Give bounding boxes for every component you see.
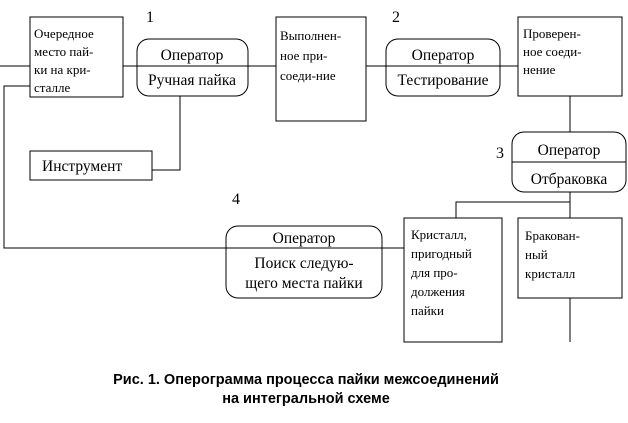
svg-text:Бракован- ный крис: Бракован- ный кристалл: [525, 228, 583, 281]
svg-text:Оператор: Оператор: [538, 142, 601, 159]
svg-text:Отбраковка: Отбраковка: [531, 171, 608, 188]
operator-4-search-next-place: Оператор Поиск следую- щего места пайки: [225, 225, 383, 299]
svg-text:Тестирование: Тестирование: [397, 72, 488, 89]
svg-text:Очередное место пай-: Очередное место пай- ки на кри- сталле: [34, 26, 97, 95]
svg-text:Оператор: Оператор: [412, 47, 475, 64]
connector-lines: [0, 65, 571, 342]
box-tool: Инструмент: [29, 150, 153, 181]
box-completed-joint: Выполнен- ное при- соеди-ние: [275, 16, 367, 122]
svg-text:Оператор: Оператор: [273, 230, 336, 247]
svg-text:Ручная пайка: Ручная пайка: [148, 72, 236, 89]
figure-caption-line-1: Рис. 1. Оперограмма процесса пайки межсо…: [113, 372, 499, 388]
svg-text:Проверен- ное соеди-: Проверен- ное соеди- нение: [523, 26, 585, 77]
operator-3-rejection: Оператор Отбраковка: [511, 131, 627, 193]
operator-4-number: 4: [232, 191, 240, 208]
svg-text:Кристалл, пригодный: Кристалл, пригодный для про- должения па…: [411, 227, 475, 318]
figure-caption-line-2: на интегральной схеме: [222, 391, 390, 407]
svg-text:Инструмент: Инструмент: [42, 158, 122, 175]
svg-text:щего места пайки: щего места пайки: [245, 275, 362, 292]
box-next-soldering-place: Очередное место пай- ки на кри- сталле: [29, 16, 124, 98]
svg-text:Оператор: Оператор: [161, 47, 224, 64]
svg-text:Поиск следую-: Поиск следую-: [254, 255, 353, 272]
box-crystal-defective: Бракован- ный кристалл: [517, 217, 623, 299]
operator-1-manual-soldering: Оператор Ручная пайка: [136, 38, 249, 97]
operator-1-number: 1: [146, 9, 154, 26]
svg-text:Выполнен- ное при-: Выполнен- ное при- соеди-ние: [280, 28, 344, 83]
operator-2-testing: Оператор Тестирование: [385, 38, 501, 97]
box-crystal-fit: Кристалл, пригодный для про- должения па…: [403, 217, 503, 343]
operator-2-number: 2: [392, 9, 400, 26]
operator-3-number: 3: [496, 145, 504, 162]
box-checked-joint: Проверен- ное соеди- нение: [517, 16, 623, 97]
